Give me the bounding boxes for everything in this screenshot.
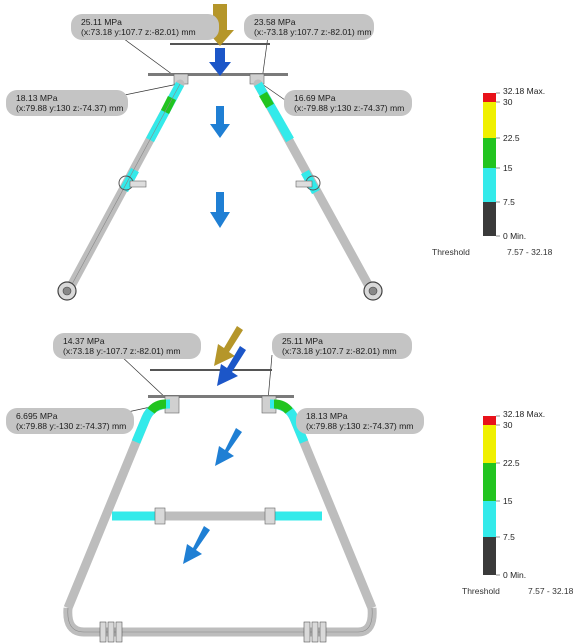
top-accel-arrow-2 [210,192,230,228]
top-legend-colorbar [483,92,500,237]
top-legend-red [483,93,496,102]
top-legend-gray [483,202,496,236]
top-threshold-label: Threshold [432,247,470,257]
top-callout-3: 18.13 MPa (x:79.88 y:130 z:-74.37) mm [6,90,128,116]
bottom-legend-yellow [483,425,496,463]
top-right-leg-stress-green [259,91,274,109]
top-frame-model [57,4,383,301]
bottom-legend-tick-22-5: 22.5 [503,458,520,468]
top-load-plate [148,73,288,76]
bottom-blue-load-arrow [217,346,246,386]
bottom-legend-tick-30: 30 [503,420,513,430]
top-legend-tick-22-5: 22.5 [503,133,520,143]
callout-coords: (x:73.18 y:107.7 z:-82.01) mm [282,346,397,356]
top-callout-2: 23.58 MPa (x:-73.18 y:107.7 z:-82.01) mm [244,14,374,40]
bottom-legend-max: 32.18 Max. [503,409,546,419]
bottom-callout-4: 18.13 MPa (x:79.88 y:130 z:-74.37) mm [296,408,424,434]
bottom-right-bend-green [273,399,293,414]
callout-stress: 18.13 MPa [16,93,58,103]
callout-stress: 16.69 MPa [294,93,336,103]
callout-coords: (x:79.88 y:130 z:-74.37) mm [306,421,414,431]
bottom-threshold-label: Threshold [462,586,500,596]
callout-stress: 25.11 MPa [282,336,323,346]
bottom-left-bend-green [147,399,167,414]
callout-stress: 23.58 MPa [254,17,296,27]
top-callout-4: 16.69 MPa (x:-79.88 y:130 z:-74.37) mm [284,90,412,116]
bottom-legend-cyan [483,501,496,537]
bottom-crossbar-clamp-right [264,507,276,525]
top-legend-tick-7-5: 7.5 [503,197,515,207]
callout-stress: 6.695 MPa [16,411,58,421]
bottom-legend-tick-15: 15 [503,496,513,506]
bottom-callout-3: 6.695 MPa (x:79.88 y:-130 z:-74.37) mm [6,408,134,434]
bottom-legend-colorbar [483,415,500,576]
bottom-legend-green [483,463,496,501]
callout-coords: (x:-73.18 y:107.7 z:-82.01) mm [254,27,372,37]
callout-coords: (x:79.88 y:130 z:-74.37) mm [16,103,124,113]
top-left-leg-stress-mid [120,167,139,193]
bottom-legend-gray [483,537,496,575]
callout-coords: (x:73.18 y:-107.7 z:-82.01) mm [63,346,181,356]
bottom-accel-arrow-2 [183,526,210,564]
callout-coords: (x:79.88 y:-130 z:-74.37) mm [16,421,127,431]
top-left-foot-hub [62,286,72,296]
bottom-left-leg [63,399,171,610]
top-left-leg-edge [69,83,181,289]
callout-stress: 18.13 MPa [306,411,348,421]
bottom-load-plate [148,395,294,398]
bottom-threshold-value: 7.57 - 32.18 [528,586,574,596]
bottom-right-leg [269,399,377,610]
top-legend-tick-15: 15 [503,163,513,173]
callout-coords: (x:-79.88 y:130 z:-74.37) mm [294,103,405,113]
bottom-callout-2: 25.11 MPa (x:73.18 y:107.7 z:-82.01) mm [272,333,412,359]
bottom-legend-tick-7-5: 7.5 [503,532,515,542]
bottom-gold-load-arrow [214,326,243,366]
callout-stress: 25.11 MPa [81,17,122,27]
top-legend-cyan [483,168,496,202]
top-right-leg-stress-high [254,81,294,143]
callout-coords: (x:73.18 y:107.7 z:-82.01) mm [81,27,196,37]
top-accel-arrow-1 [210,106,230,138]
bottom-upper-plate [150,369,272,371]
bottom-base-flange-right [303,621,327,643]
top-right-foot-hub [368,286,378,296]
bottom-base-pipe-edge [67,607,373,633]
top-legend-max: 32.18 Max. [503,86,546,96]
top-threshold-value: 7.57 - 32.18 [507,247,553,257]
callout-stress: 14.37 MPa [63,336,105,346]
top-legend-min: 0 Min. [503,231,527,241]
bottom-legend-red [483,416,496,425]
bottom-legend-min: 0 Min. [503,570,527,580]
top-legend-green [483,138,496,168]
bottom-accel-arrow-1 [215,428,242,466]
top-legend-tick-30: 30 [503,97,513,107]
top-blue-load-arrow [209,48,231,76]
top-left-clamp-tab [129,180,147,188]
top-right-clamp-tab [295,180,313,188]
bottom-frame-model [63,326,377,643]
bottom-callout-1: 14.37 MPa (x:73.18 y:-107.7 z:-82.01) mm [53,333,201,359]
bottom-crossbar-clamp-left [154,507,166,525]
top-legend-yellow [483,102,496,138]
top-callout-1: 25.11 MPa (x:73.18 y:107.7 z:-82.01) mm [71,14,219,40]
bottom-base-flange-left [99,621,123,643]
